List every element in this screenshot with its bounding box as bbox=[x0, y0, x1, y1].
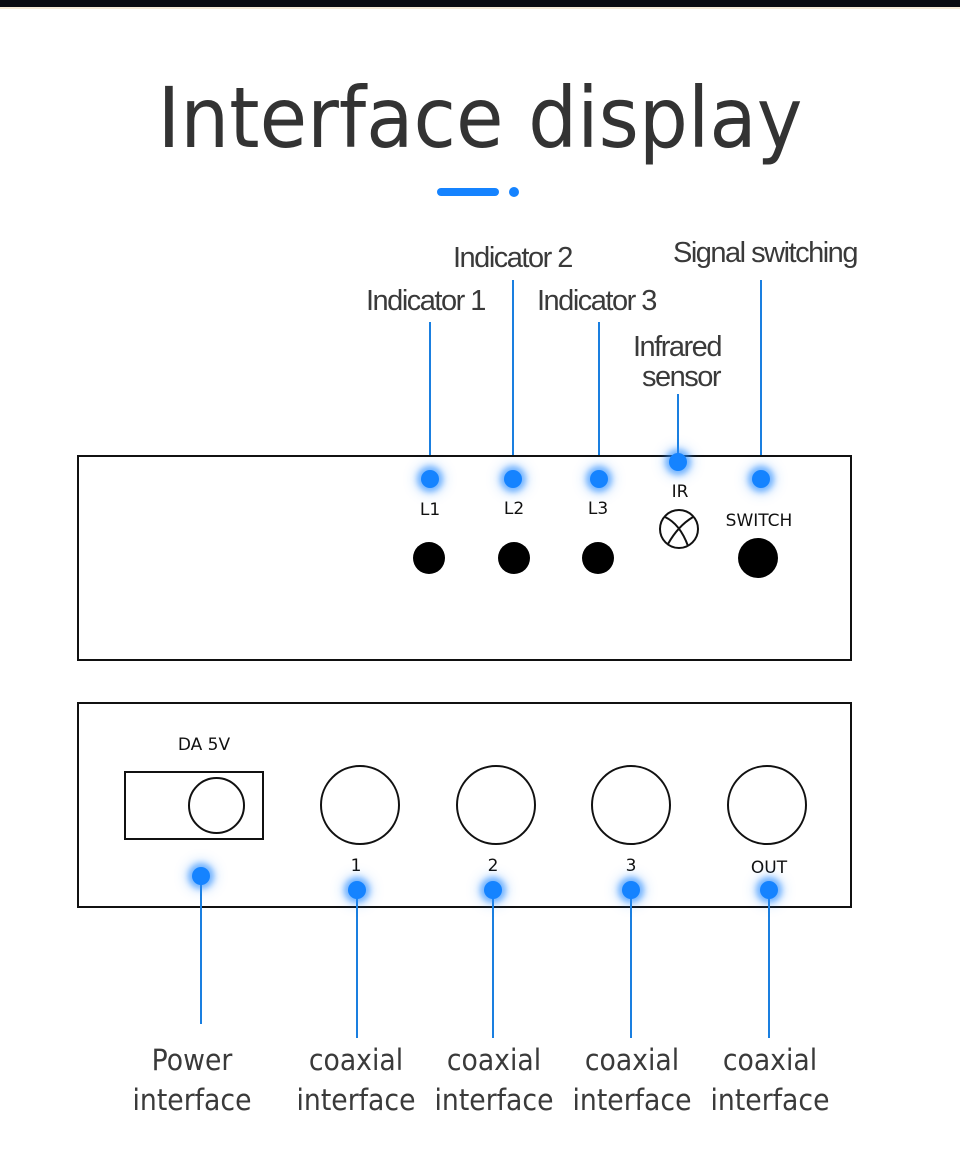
title-underline-dot bbox=[509, 187, 519, 197]
led-indicator-3 bbox=[590, 470, 608, 488]
leader-line-switch bbox=[760, 280, 762, 478]
callout-line1: coaxial bbox=[446, 1043, 542, 1077]
callout-line1: Power bbox=[151, 1043, 233, 1077]
label-port-out: OUT bbox=[750, 858, 788, 878]
label-switch: SWITCH bbox=[725, 511, 793, 531]
indicator-1-lamp bbox=[413, 542, 445, 574]
power-jack-housing bbox=[124, 771, 264, 840]
power-jack-socket bbox=[188, 777, 245, 834]
label-port-1: 1 bbox=[350, 856, 362, 876]
leader-line-infrared bbox=[677, 394, 679, 461]
callout-infrared-line2: sensor bbox=[642, 361, 722, 393]
leader-line-indicator-3 bbox=[598, 322, 600, 478]
led-switch bbox=[752, 470, 770, 488]
callout-line2: interface bbox=[572, 1083, 692, 1117]
coaxial-port-3 bbox=[591, 765, 671, 845]
coaxial-port-2 bbox=[456, 765, 536, 845]
callout-coaxial-interface-3: coaxial interface bbox=[568, 1040, 697, 1120]
front-panel bbox=[77, 455, 852, 661]
led-power bbox=[192, 867, 210, 885]
label-l2: L2 bbox=[503, 499, 525, 519]
callout-line1: coaxial bbox=[722, 1043, 818, 1077]
leader-line-coax-1 bbox=[356, 890, 358, 1038]
leader-line-power bbox=[200, 876, 202, 1024]
led-indicator-2 bbox=[504, 470, 522, 488]
leader-line-indicator-2 bbox=[512, 280, 514, 478]
callout-coaxial-interface-2: coaxial interface bbox=[430, 1040, 559, 1120]
leader-line-coax-3 bbox=[630, 890, 632, 1038]
top-border-edge bbox=[0, 7, 960, 9]
coaxial-port-1 bbox=[320, 765, 400, 845]
led-infrared bbox=[669, 453, 687, 471]
callout-line2: interface bbox=[296, 1083, 416, 1117]
callout-line2: interface bbox=[434, 1083, 554, 1117]
callout-power-interface: Power interface bbox=[128, 1040, 257, 1120]
leader-line-coax-out bbox=[768, 890, 770, 1038]
switch-button bbox=[738, 538, 778, 578]
leader-line-coax-2 bbox=[492, 890, 494, 1038]
coaxial-port-out bbox=[727, 765, 807, 845]
callout-indicator-1: Indicator 1 bbox=[366, 285, 486, 317]
label-l3: L3 bbox=[587, 499, 609, 519]
label-port-3: 3 bbox=[625, 856, 637, 876]
led-coax-out bbox=[760, 881, 778, 899]
callout-coaxial-interface-1: coaxial interface bbox=[292, 1040, 421, 1120]
led-indicator-1 bbox=[421, 470, 439, 488]
top-border-bar bbox=[0, 0, 960, 7]
label-l1: L1 bbox=[419, 500, 441, 520]
callout-coaxial-interface-out: coaxial interface bbox=[706, 1040, 835, 1120]
indicator-3-lamp bbox=[582, 542, 614, 574]
callout-line1: coaxial bbox=[584, 1043, 680, 1077]
label-port-2: 2 bbox=[487, 856, 499, 876]
page-title: Interface display bbox=[157, 69, 803, 167]
indicator-2-lamp bbox=[498, 542, 530, 574]
title-underline-bar bbox=[437, 188, 499, 196]
label-ir: IR bbox=[671, 482, 689, 502]
led-coax-3 bbox=[622, 881, 640, 899]
callout-line2: interface bbox=[710, 1083, 830, 1117]
callout-line2: interface bbox=[132, 1083, 252, 1117]
leader-line-indicator-1 bbox=[429, 322, 431, 478]
label-power: DA 5V bbox=[177, 735, 231, 755]
led-coax-2 bbox=[484, 881, 502, 899]
infrared-sensor-icon bbox=[659, 509, 699, 549]
callout-infrared-line1: Infrared bbox=[633, 331, 722, 363]
callout-signal-switching: Signal switching bbox=[673, 237, 858, 269]
callout-line1: coaxial bbox=[308, 1043, 404, 1077]
led-coax-1 bbox=[348, 881, 366, 899]
callout-indicator-2: Indicator 2 bbox=[453, 242, 573, 274]
callout-indicator-3: Indicator 3 bbox=[537, 285, 657, 317]
